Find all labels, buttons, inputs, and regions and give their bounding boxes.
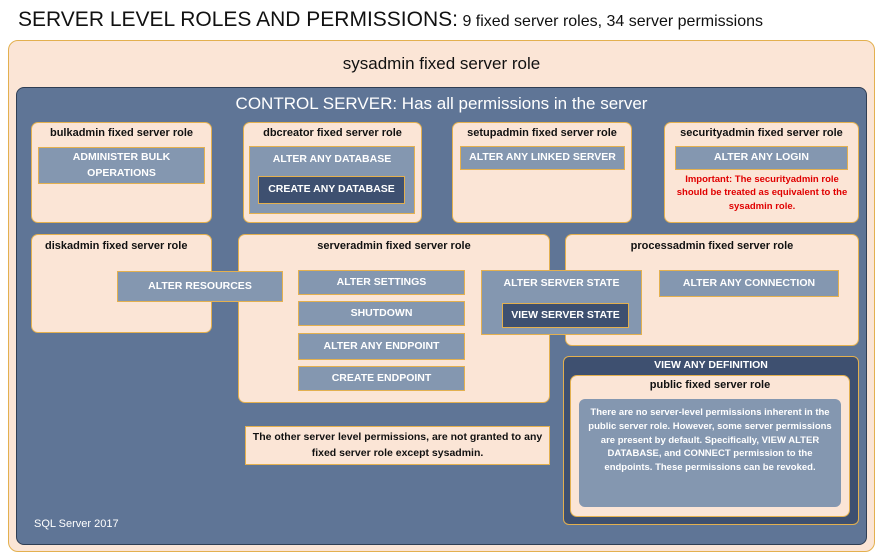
diagram-title-sub: 9 fixed server roles, 34 server permissi… (462, 13, 764, 30)
securityadmin-role-title: securityadmin fixed server role (680, 127, 843, 139)
processadmin-role-title: processadmin fixed server role (630, 240, 794, 252)
other-permissions-note: The other server level permissions, are … (245, 426, 550, 465)
sysadmin-role-title: sysadmin fixed server role (342, 54, 541, 73)
diagram-title: SERVER LEVEL ROLES AND PERMISSIONS: 9 fi… (18, 8, 763, 32)
perm-administer-bulk-operations: ADMINISTER BULK OPERATIONS (38, 147, 205, 184)
perm-alter-any-login: ALTER ANY LOGIN (675, 146, 848, 170)
public-role-title: public fixed server role (649, 379, 771, 391)
view-any-definition-title: VIEW ANY DEFINITION (654, 359, 768, 371)
securityadmin-role-box (664, 122, 859, 223)
securityadmin-important-note: Important: The securityadmin role should… (676, 174, 848, 212)
setupadmin-role-title: setupadmin fixed server role (467, 127, 617, 139)
perm-alter-settings: ALTER SETTINGS (298, 270, 465, 295)
diskadmin-role-title: diskadmin fixed server role (45, 240, 188, 252)
perm-create-endpoint: CREATE ENDPOINT (298, 366, 465, 391)
footer-version: SQL Server 2017 (34, 518, 119, 530)
serveradmin-role-title: serveradmin fixed server role (317, 240, 471, 252)
dbcreator-role-title: dbcreator fixed server role (263, 127, 402, 139)
perm-view-server-state: VIEW SERVER STATE (502, 303, 629, 328)
bulkadmin-role-title: bulkadmin fixed server role (49, 127, 194, 139)
public-role-description: There are no server-level permissions in… (579, 399, 841, 507)
perm-alter-any-endpoint: ALTER ANY ENDPOINT (298, 333, 465, 360)
perm-shutdown: SHUTDOWN (298, 301, 465, 326)
perm-create-any-database: CREATE ANY DATABASE (258, 176, 405, 204)
control-server-title: CONTROL SERVER: Has all permissions in t… (235, 94, 648, 113)
diagram-title-main: SERVER LEVEL ROLES AND PERMISSIONS: (18, 8, 458, 31)
perm-alter-any-linked-server: ALTER ANY LINKED SERVER (460, 146, 625, 170)
perm-alter-resources: ALTER RESOURCES (117, 271, 283, 302)
perm-alter-any-connection: ALTER ANY CONNECTION (659, 270, 839, 297)
setupadmin-role-box (452, 122, 632, 223)
